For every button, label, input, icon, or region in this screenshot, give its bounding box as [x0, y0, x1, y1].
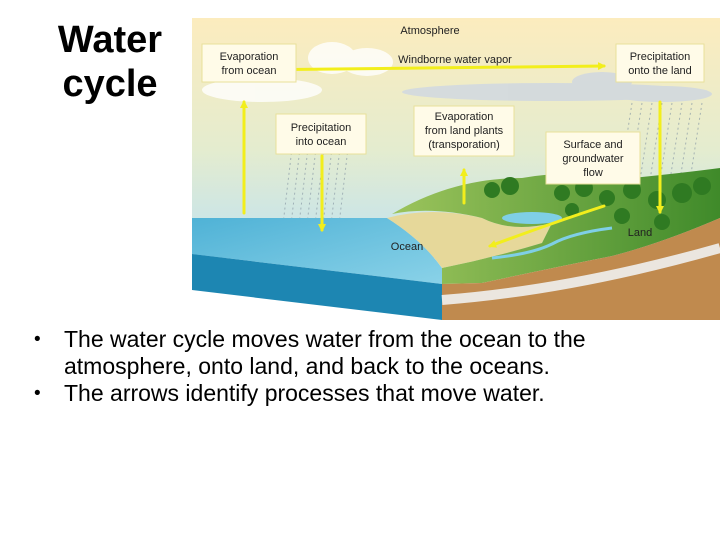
label-precip-land-2: onto the land [628, 65, 692, 77]
bullet-item: • The water cycle moves water from the o… [28, 326, 698, 380]
bullet-text: The water cycle moves water from the oce… [64, 326, 586, 379]
label-evap-ocean-2: from ocean [221, 65, 276, 77]
bullet-dot: • [34, 383, 41, 404]
label-box-evap-plants: Evaporation from land plants (transporat… [413, 105, 515, 157]
cloud-right [402, 72, 712, 102]
label-atmosphere: Atmosphere [400, 25, 459, 37]
label-land: Land [628, 227, 652, 239]
label-surface-flow-2: groundwater [562, 153, 623, 165]
label-windborne: Windborne water vapor [398, 54, 512, 66]
label-precip-ocean-2: into ocean [296, 136, 347, 148]
water-cycle-diagram: Atmosphere Windborne water vapor Evapora… [192, 18, 720, 320]
bullet-text: The arrows identify processes that move … [64, 380, 545, 406]
bullet-list: • The water cycle moves water from the o… [28, 326, 698, 407]
label-box-surface-flow: Surface and groundwater flow [545, 131, 641, 185]
label-surface-flow-1: Surface and [563, 139, 622, 151]
soil-edge [441, 243, 720, 305]
river [491, 226, 613, 260]
label-box-precip-land: Precipitation onto the land [615, 43, 705, 83]
ocean-front [192, 254, 442, 320]
land [392, 168, 720, 284]
label-box-evap-ocean: Evaporation from ocean [201, 43, 297, 83]
cloud-left [202, 42, 393, 102]
label-evap-plants-2: from land plants [425, 125, 504, 137]
label-evap-plants-3: (transporation) [428, 139, 500, 151]
trees [484, 177, 711, 230]
bullet-item: • The arrows identify processes that mov… [28, 380, 698, 407]
lake [502, 212, 562, 224]
label-ocean: Ocean [391, 241, 423, 253]
label-evap-ocean-1: Evaporation [220, 51, 279, 63]
arrow-windborne [242, 62, 606, 72]
bullet-dot: • [34, 329, 41, 350]
label-precip-land-1: Precipitation [630, 51, 691, 63]
beach [387, 212, 552, 268]
label-surface-flow-3: flow [583, 167, 603, 179]
label-evap-plants-1: Evaporation [435, 111, 494, 123]
arrow-surface-flow [488, 204, 606, 248]
label-box-precip-ocean: Precipitation into ocean [275, 113, 367, 155]
label-precip-ocean-1: Precipitation [291, 122, 352, 134]
cycle-arrows [240, 62, 664, 248]
ocean-surface [192, 218, 442, 284]
slide-title: Water cycle [57, 19, 163, 105]
